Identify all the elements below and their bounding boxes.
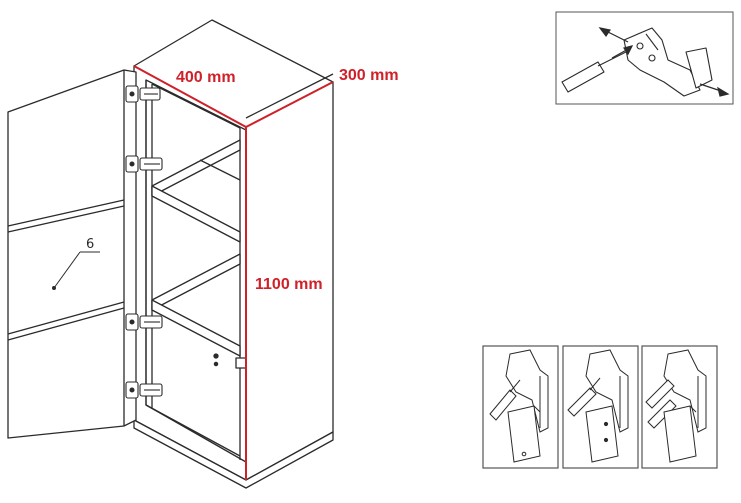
- hinge-adjust-inset: [555, 11, 734, 105]
- cabinet: [133, 19, 334, 489]
- depth-label: 300 mm: [339, 67, 399, 84]
- cabinet-door: [7, 69, 137, 439]
- width-dimension-line: [133, 65, 247, 128]
- hinge-step-icon: [567, 349, 629, 463]
- hinge-3: [125, 313, 163, 331]
- hinge-step-3: [641, 345, 718, 469]
- hinge-step-2: [562, 345, 639, 469]
- callout-number: 6: [86, 237, 94, 252]
- hinge-4: [125, 381, 163, 399]
- shelf-upper: [151, 139, 241, 243]
- dimension-lines: [133, 65, 334, 480]
- adjust-arrows: [598, 27, 730, 97]
- hinge-step-icon: [645, 349, 707, 463]
- shelf-lower: [151, 253, 241, 357]
- width-label: 400 mm: [176, 69, 236, 86]
- depth-dimension-line: [245, 81, 334, 128]
- cabinet-interior: [145, 79, 247, 463]
- door-hinges: [125, 85, 163, 399]
- hinge-steps: [482, 345, 718, 469]
- hinge-step-icon: [489, 349, 549, 463]
- hinge-adjust-icon: [561, 27, 713, 97]
- hinge-2: [125, 155, 163, 173]
- callout-leader: [53, 251, 81, 289]
- callout-dot: [52, 286, 56, 290]
- height-label: 1100 mm: [255, 276, 323, 293]
- hinge-step-1: [482, 345, 559, 469]
- hinge-1: [125, 85, 161, 103]
- part-callout: 6: [52, 237, 100, 290]
